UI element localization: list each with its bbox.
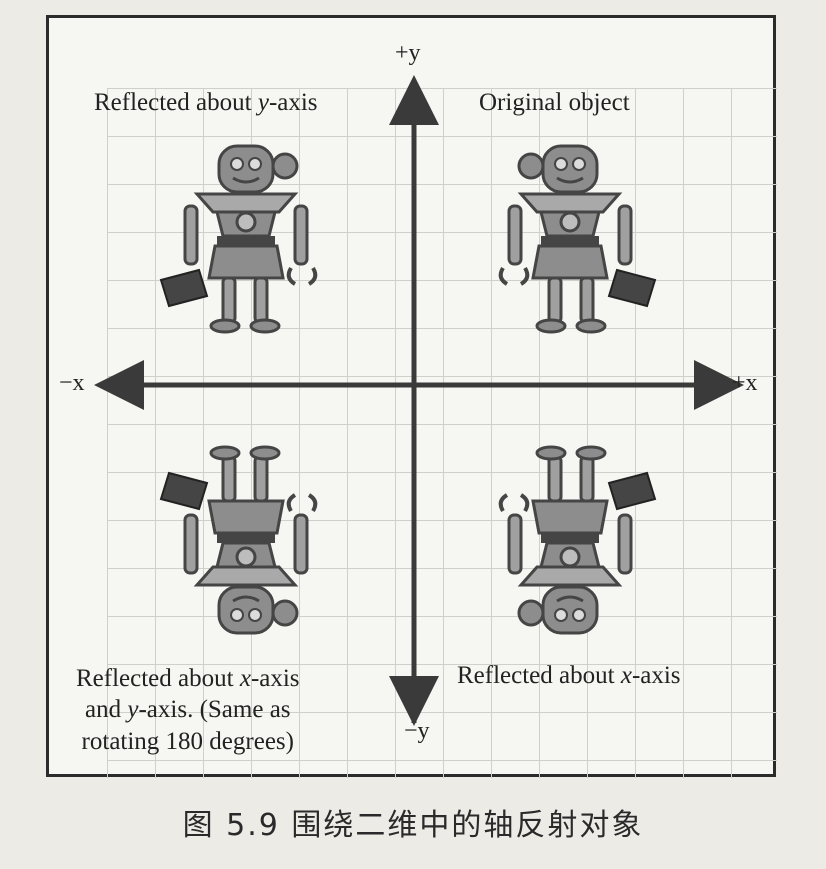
- axis-label-neg-x: −x: [59, 370, 85, 396]
- figure-frame: +y −y +x −x Reflected about y-axis Origi…: [46, 15, 777, 778]
- figure-caption: 图 5.9 围绕二维中的轴反射对象: [182, 808, 644, 843]
- robot-icon-reflected-y: [157, 136, 337, 336]
- label-bottom-left: Reflected about x-axis and y-axis. (Same…: [76, 665, 300, 755]
- axes: [94, 75, 744, 726]
- label-bottom-right: Reflected about x-axis: [457, 662, 681, 689]
- axis-label-pos-y: +y: [395, 40, 421, 66]
- robot-icon-reflected-x: [479, 443, 659, 643]
- axis-label-pos-x: +x: [732, 370, 758, 396]
- label-top-right: Original object: [479, 89, 630, 116]
- label-top-left: Reflected about y-axis: [94, 89, 318, 116]
- robot-icon-original: [479, 136, 659, 336]
- robot-icon-reflected-xy: [157, 443, 337, 643]
- axis-label-neg-y: −y: [404, 718, 430, 744]
